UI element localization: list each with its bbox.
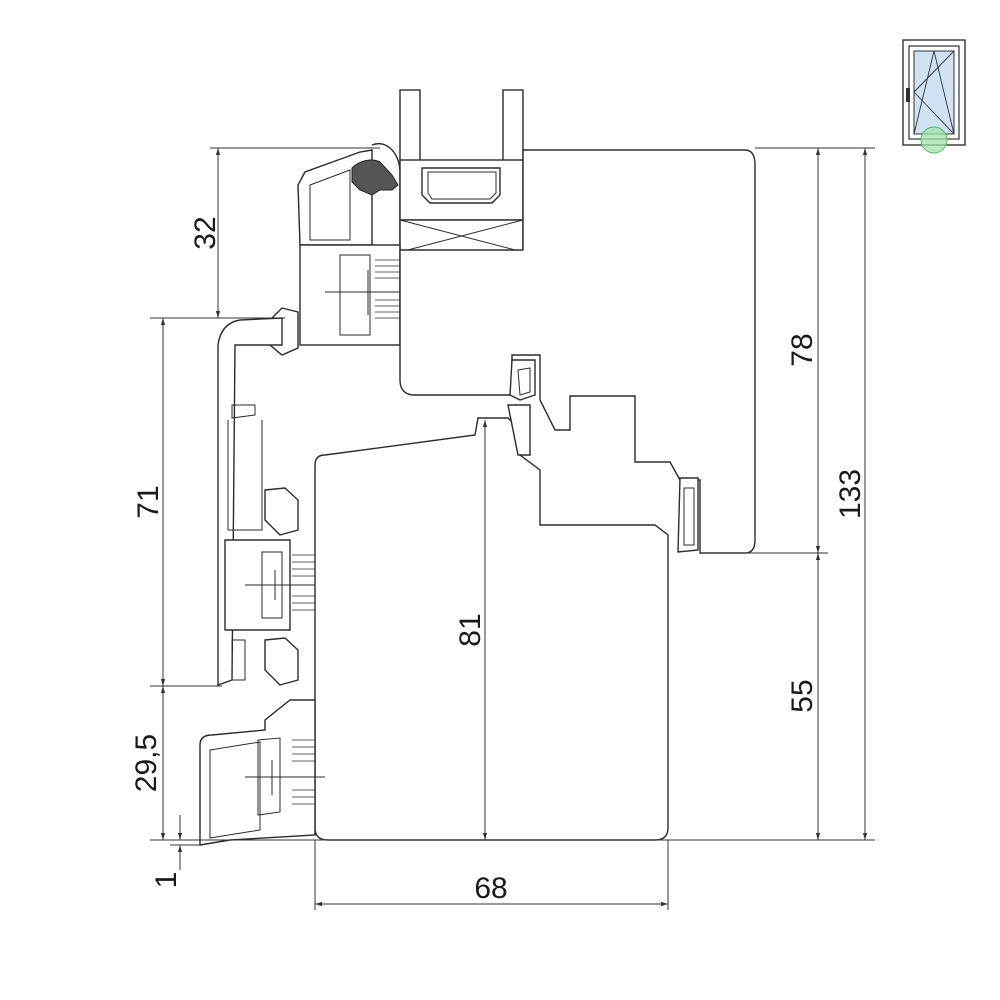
dim-29-5-label: 29,5: [130, 734, 163, 792]
tilt-turn-window-icon: [902, 39, 966, 154]
dim-55-label: 55: [786, 679, 819, 712]
dim-78-label: 78: [786, 333, 819, 366]
dim-71-label: 71: [132, 485, 165, 518]
frame-main-body: [314, 417, 669, 841]
dim-32-label: 32: [189, 216, 222, 249]
sill-profile: [199, 699, 325, 846]
dim-68-label: 68: [474, 872, 507, 905]
dim-133-label: 133: [834, 469, 867, 519]
frame-profile: [217, 317, 325, 686]
dim-1-label: 1: [150, 872, 183, 889]
glazing-bead: [297, 143, 401, 246]
dimension-lines: [150, 147, 875, 910]
dim-81-label: 81: [454, 613, 487, 646]
center-gasket: [507, 359, 699, 553]
sash-insulation-upper: [269, 244, 410, 356]
highlight-circle: [920, 126, 948, 154]
